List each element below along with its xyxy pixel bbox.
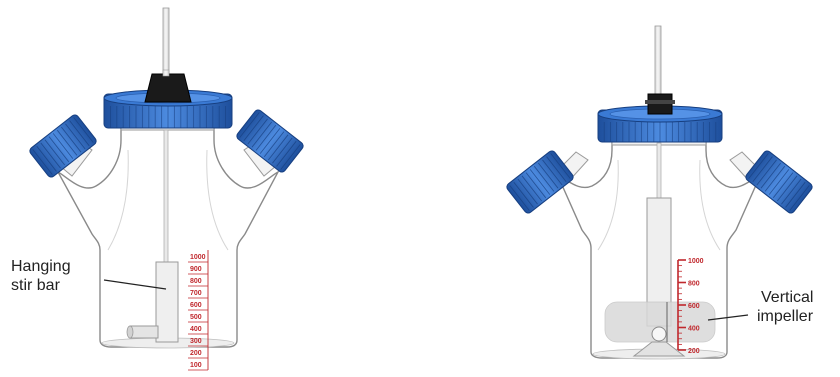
right-scale-tick-label: 1000 (688, 258, 704, 265)
left-scale-tick-label: 200 (190, 350, 202, 357)
left-rod (162, 7, 170, 77)
right-impeller-shaft (656, 142, 662, 201)
right-rod (654, 25, 662, 97)
left-scale-tick-label: 800 (190, 278, 202, 285)
right-label-line-2: impeller (757, 308, 814, 325)
left-scale-tick-label: 900 (190, 266, 202, 273)
left-scale-tick-label: 400 (190, 326, 202, 333)
right-label-line-1: Vertical (761, 289, 814, 306)
right-volume-scale: 1000 800 600 400 200 (677, 258, 704, 355)
left-scale-tick-label: 1000 (190, 254, 206, 261)
vertical-impeller (604, 301, 716, 357)
right-scale-tick-label: 200 (688, 348, 700, 355)
left-scale-tick-label: 500 (190, 314, 202, 321)
right-top-cap (597, 105, 723, 143)
right-scale-tick-label: 400 (688, 326, 700, 333)
right-scale-tick-label: 600 (688, 303, 700, 310)
left-inner-rod (163, 129, 169, 263)
left-label-line-2: stir bar (11, 277, 60, 294)
hanging-stir-bar (126, 261, 179, 343)
right-label-pointer (707, 314, 749, 321)
left-label-line-1: Hanging (11, 258, 71, 275)
left-scale-tick-label: 700 (190, 290, 202, 297)
right-flask-right-cap (745, 150, 813, 214)
right-spinner-flask: 1000 800 600 400 200 (506, 25, 813, 360)
right-scale-tick-label: 800 (688, 281, 700, 288)
left-volume-scale: 1000 900 800 700 600 500 400 300 200 100 (188, 250, 209, 371)
left-flask-left-cap (29, 114, 97, 178)
left-flask-right-cap (236, 109, 304, 173)
right-flask-left-cap (506, 150, 574, 214)
left-label-pointer (103, 279, 167, 290)
right-black-connector (645, 93, 675, 115)
left-black-stopper (144, 73, 192, 103)
left-scale-tick-label: 600 (190, 302, 202, 309)
left-scale-tick-label: 100 (190, 362, 202, 369)
left-scale-tick-label: 300 (190, 338, 202, 345)
left-spinner-flask: 1000 900 800 700 600 500 400 300 200 100 (29, 7, 304, 371)
